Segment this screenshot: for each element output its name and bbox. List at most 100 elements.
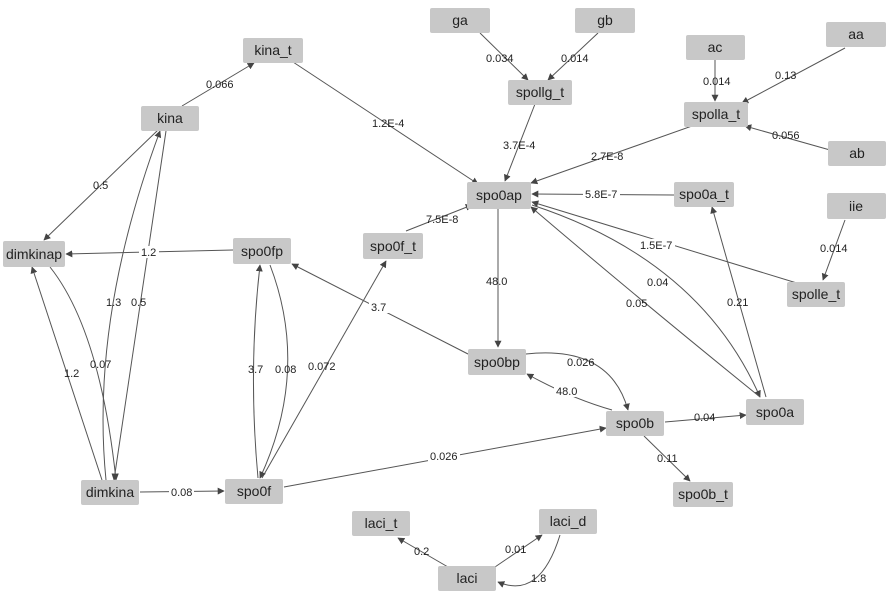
svg-text:spo0f: spo0f bbox=[237, 483, 271, 499]
svg-text:laci_t: laci_t bbox=[365, 515, 398, 531]
svg-text:0.034: 0.034 bbox=[486, 53, 514, 65]
edge-label-spo0a-spo0a_t: 0.21 bbox=[727, 297, 748, 309]
node-aa[interactable]: aa bbox=[826, 22, 886, 47]
edge-spo0fp-spo0f bbox=[259, 264, 289, 479]
edge-label-spo0b-spo0bp: 48.0 bbox=[554, 385, 579, 398]
edge-kina-dimkinap bbox=[43, 129, 159, 241]
svg-text:1.2: 1.2 bbox=[64, 368, 79, 380]
edge-label-spo0b-spo0a: 0.04 bbox=[694, 412, 715, 424]
node-spo0bp[interactable]: spo0bp bbox=[468, 349, 526, 375]
edge-ga-spollg_t bbox=[479, 32, 529, 81]
edge-label-spo0ap-spo0bp: 48.0 bbox=[486, 276, 507, 288]
edge-dimkina-dimkinap bbox=[30, 266, 103, 481]
svg-text:2.7E-8: 2.7E-8 bbox=[591, 151, 623, 163]
edge-spo0f_t-spo0ap bbox=[405, 204, 473, 232]
svg-text:1.3: 1.3 bbox=[106, 297, 121, 309]
svg-text:0.08: 0.08 bbox=[171, 487, 192, 499]
edge-label-dimkinap-dimkina: 0.07 bbox=[90, 359, 111, 371]
edge-label-dimkina-spo0f: 0.08 bbox=[169, 486, 194, 499]
svg-text:1.2E-4: 1.2E-4 bbox=[372, 118, 404, 130]
edge-laci-laci_d bbox=[491, 534, 543, 570]
svg-text:spolle_t: spolle_t bbox=[792, 286, 840, 302]
node-spo0fp[interactable]: spo0fp bbox=[233, 238, 291, 264]
node-dimkina[interactable]: dimkina bbox=[81, 480, 139, 505]
svg-text:0.014: 0.014 bbox=[703, 76, 731, 88]
node-spo0f[interactable]: spo0f bbox=[225, 479, 283, 504]
svg-text:0.11: 0.11 bbox=[657, 453, 678, 465]
svg-text:3.7: 3.7 bbox=[371, 302, 386, 314]
edge-label-laci_d-laci: 1.8 bbox=[531, 573, 546, 585]
edge-iie-spolle_t bbox=[821, 219, 846, 281]
node-spo0a[interactable]: spo0a bbox=[746, 399, 804, 425]
node-dimkinap[interactable]: dimkinap bbox=[3, 241, 65, 267]
edge-label-spo0a-spo0ap: 0.05 bbox=[626, 298, 647, 310]
node-kina[interactable]: kina bbox=[141, 106, 199, 131]
svg-text:spo0bp: spo0bp bbox=[474, 354, 520, 370]
edge-label-spollg_t-spo0ap: 3.7E-4 bbox=[503, 140, 535, 152]
svg-text:0.026: 0.026 bbox=[430, 451, 458, 463]
svg-text:0.066: 0.066 bbox=[206, 79, 234, 91]
edge-dimkinap-dimkina bbox=[49, 266, 119, 481]
svg-text:spo0ap: spo0ap bbox=[476, 187, 522, 203]
node-ga[interactable]: ga bbox=[430, 8, 490, 33]
node-laci_t[interactable]: laci_t bbox=[352, 511, 410, 536]
svg-text:7.5E-8: 7.5E-8 bbox=[426, 214, 458, 226]
edge-spo0bp-spo0b bbox=[525, 352, 630, 411]
edge-label-spo0bp-spo0fp: 3.7 bbox=[369, 301, 389, 314]
svg-text:spo0a_t: spo0a_t bbox=[679, 186, 729, 202]
svg-text:0.13: 0.13 bbox=[775, 70, 796, 82]
svg-text:spo0f_t: spo0f_t bbox=[370, 238, 416, 254]
svg-text:spo0fp: spo0fp bbox=[241, 243, 283, 259]
edge-label-aa-spolla_t: 0.13 bbox=[775, 70, 796, 82]
edge-ab-spolla_t bbox=[744, 124, 831, 151]
svg-text:3.7E-4: 3.7E-4 bbox=[503, 140, 535, 152]
node-laci_d[interactable]: laci_d bbox=[539, 509, 597, 534]
edge-spo0a-spo0a_t bbox=[710, 206, 767, 398]
node-spo0f_t[interactable]: spo0f_t bbox=[363, 233, 423, 259]
edge-label-spo0b-spo0b_t: 0.11 bbox=[657, 453, 678, 465]
edge-label-spolla_t-spo0ap: 2.7E-8 bbox=[591, 151, 623, 163]
node-iie[interactable]: iie bbox=[827, 193, 886, 219]
node-spo0b_t[interactable]: spo0b_t bbox=[673, 482, 733, 507]
node-ac[interactable]: ac bbox=[686, 35, 745, 60]
node-spo0b[interactable]: spo0b bbox=[606, 411, 664, 436]
edge-spo0b-spo0b_t bbox=[643, 435, 691, 482]
edge-label-gb-spollg_t: 0.014 bbox=[561, 53, 589, 65]
edge-label-kina_t-spo0ap: 1.2E-4 bbox=[372, 118, 404, 130]
edge-label-ga-spollg_t: 0.034 bbox=[486, 53, 514, 65]
node-laci[interactable]: laci bbox=[438, 566, 496, 591]
edge-label-ab-spolla_t: 0.056 bbox=[772, 130, 800, 142]
edge-laci_d-laci bbox=[497, 534, 561, 588]
node-kina_t[interactable]: kina_t bbox=[243, 38, 303, 63]
svg-text:48.0: 48.0 bbox=[556, 386, 577, 398]
svg-text:0.026: 0.026 bbox=[567, 357, 595, 369]
svg-text:3.7: 3.7 bbox=[248, 364, 263, 376]
svg-text:laci: laci bbox=[456, 570, 477, 586]
svg-text:0.5: 0.5 bbox=[93, 180, 108, 192]
edge-label-spo0f-spo0f_t: 0.072 bbox=[308, 361, 336, 373]
edge-label-laci-laci_t: 0.2 bbox=[414, 546, 429, 558]
node-spollg_t[interactable]: spollg_t bbox=[508, 80, 572, 105]
svg-text:0.5: 0.5 bbox=[131, 297, 146, 309]
edge-spo0a-spo0ap bbox=[530, 206, 761, 398]
svg-text:1.8: 1.8 bbox=[531, 573, 546, 585]
edge-label-spo0a_t-spo0ap: 5.8E-7 bbox=[583, 188, 620, 201]
edge-kina-dimkina bbox=[111, 130, 167, 481]
node-spolle_t[interactable]: spolle_t bbox=[787, 282, 845, 307]
node-spo0a_t[interactable]: spo0a_t bbox=[674, 182, 734, 207]
svg-text:0.07: 0.07 bbox=[90, 359, 111, 371]
edge-spo0ap-spo0a bbox=[531, 204, 761, 398]
edge-kina-kina_t bbox=[181, 62, 255, 107]
edge-label-dimkina-kina: 1.3 bbox=[106, 297, 121, 309]
node-spolla_t[interactable]: spolla_t bbox=[684, 102, 748, 127]
node-ab[interactable]: ab bbox=[828, 141, 886, 166]
svg-text:iie: iie bbox=[849, 198, 863, 214]
edge-dimkina-kina bbox=[102, 130, 162, 481]
svg-text:0.05: 0.05 bbox=[626, 298, 647, 310]
node-gb[interactable]: gb bbox=[575, 8, 635, 33]
svg-text:spo0b_t: spo0b_t bbox=[678, 486, 728, 502]
node-spo0ap[interactable]: spo0ap bbox=[467, 182, 531, 209]
edge-spo0b-spo0a bbox=[664, 412, 747, 423]
edge-label-spo0bp-spo0b: 0.026 bbox=[567, 357, 595, 369]
